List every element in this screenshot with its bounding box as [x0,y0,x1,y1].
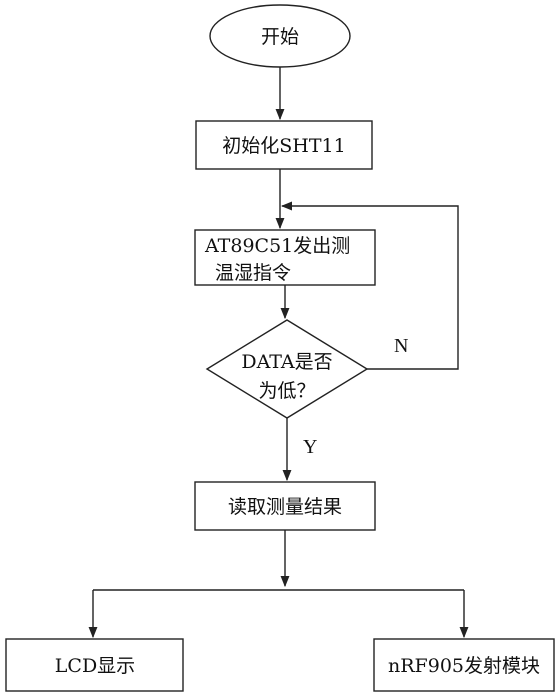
start-node: 开始 [209,4,351,68]
edge-decision-no-loop [280,201,459,370]
init-node: 初始化SHT11 [195,120,373,170]
nrf-transmit-label: nRF905发射模块 [388,655,540,677]
edge-label-yes: Y [303,436,317,458]
init-label: 初始化SHT11 [222,135,345,157]
send-command-label-line1: AT89C51发出测 [204,235,350,257]
send-command-label-line2: 温湿指令 [215,262,291,284]
decision-label-line1: DATA是否 [241,351,332,373]
decision-label-line2: 为低？ [258,380,315,402]
decision-node: DATA是否 为低？ [205,319,369,419]
lcd-display-label: LCD显示 [55,655,135,677]
read-result-node: 读取测量结果 [194,481,376,531]
nrf-transmit-node: nRF905发射模块 [373,638,555,692]
read-result-label: 读取测量结果 [228,496,342,518]
send-command-node: AT89C51发出测 温湿指令 [194,229,376,286]
lcd-display-node: LCD显示 [5,638,184,692]
start-label: 开始 [261,26,299,48]
edge-label-no: N [394,335,408,357]
